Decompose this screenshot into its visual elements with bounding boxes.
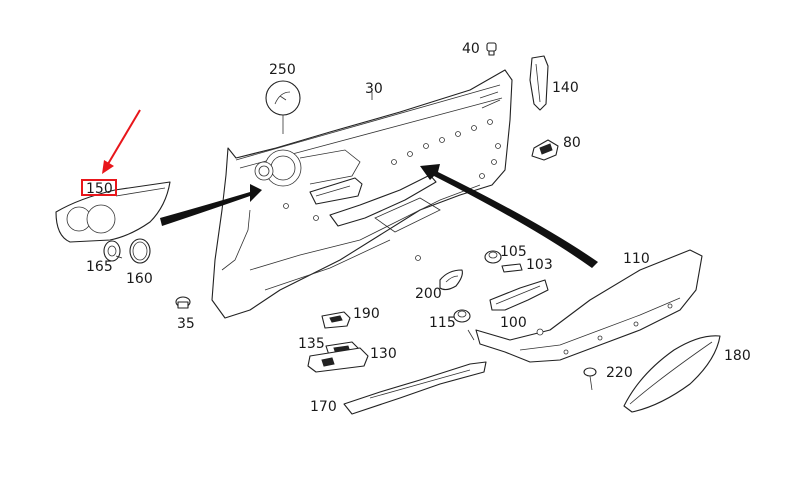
tweeter-165[interactable]: [103, 240, 121, 262]
assembly-arrow-speaker: [160, 184, 262, 226]
label-130[interactable]: 130: [370, 346, 397, 362]
handle-100[interactable]: [489, 279, 549, 311]
highlight-arrow: [102, 109, 141, 174]
label-165[interactable]: 165: [86, 259, 113, 275]
clip-40[interactable]: [486, 42, 497, 56]
screw-220[interactable]: [583, 367, 597, 391]
door-panel-30[interactable]: [211, 69, 513, 319]
highlight-box: [81, 179, 117, 196]
label-100[interactable]: 100: [500, 315, 527, 331]
part-labels: 40 250 30 140 80 150 165 160 35 105 103 …: [81, 41, 751, 415]
bezel-200[interactable]: [439, 269, 463, 291]
strip-170[interactable]: [343, 361, 487, 415]
label-35[interactable]: 35: [177, 316, 195, 332]
cover-103[interactable]: [501, 263, 523, 273]
label-135[interactable]: 135: [298, 336, 325, 352]
label-200[interactable]: 200: [415, 286, 442, 302]
label-250[interactable]: 250: [269, 62, 296, 78]
label-105[interactable]: 105: [500, 244, 527, 260]
label-110[interactable]: 110: [623, 251, 650, 267]
plug-35[interactable]: [175, 296, 191, 309]
label-140[interactable]: 140: [552, 80, 579, 96]
label-220[interactable]: 220: [606, 365, 633, 381]
label-103[interactable]: 103: [526, 257, 553, 273]
label-80[interactable]: 80: [563, 135, 581, 151]
trim-strip-140[interactable]: [529, 55, 549, 111]
assembly-arrow-trim: [420, 164, 598, 268]
label-40[interactable]: 40: [462, 41, 480, 57]
grommet-115[interactable]: [453, 309, 475, 341]
label-160[interactable]: 160: [126, 271, 153, 287]
label-170[interactable]: 170: [310, 399, 337, 415]
speaker-cover-150[interactable]: [55, 181, 171, 243]
label-30[interactable]: 30: [365, 81, 383, 97]
label-180[interactable]: 180: [724, 348, 751, 364]
label-190[interactable]: 190: [353, 306, 380, 322]
block-80[interactable]: [531, 139, 559, 161]
ring-160[interactable]: [129, 238, 151, 264]
label-disc-250[interactable]: [265, 80, 301, 134]
switch-190[interactable]: [321, 311, 351, 329]
lower-trim-110[interactable]: [475, 249, 703, 363]
switch-panel-130[interactable]: [307, 347, 369, 373]
label-150[interactable]: 150: [86, 181, 113, 197]
cap-105[interactable]: [484, 250, 502, 264]
leader-lines: [115, 92, 373, 259]
ambient-strip-180[interactable]: [623, 335, 721, 413]
label-115[interactable]: 115: [429, 315, 456, 331]
